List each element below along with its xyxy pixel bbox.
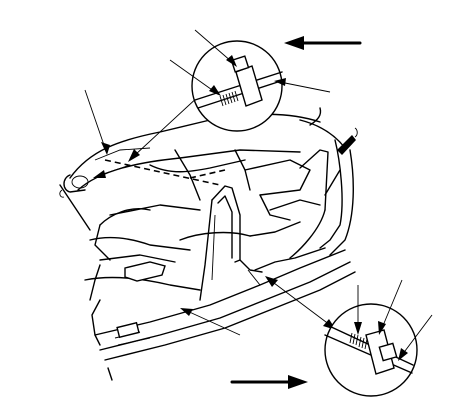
upper-detail (169, 29, 331, 132)
stud-thread-lower (349, 332, 368, 350)
upper-direction-arrow (284, 36, 362, 50)
body-outline (59, 107, 358, 381)
leader-arrows (84, 89, 336, 336)
stud-thread (219, 90, 239, 107)
lower-direction-arrow (230, 375, 308, 389)
lower-detail (324, 279, 433, 397)
